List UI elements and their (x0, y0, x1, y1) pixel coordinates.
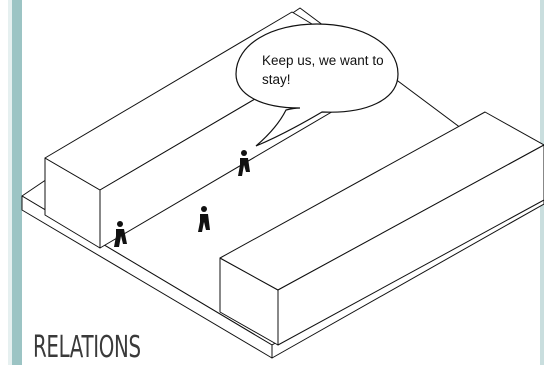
speech-bubble-text: Keep us, we want to stay! (262, 53, 384, 87)
section-title: RELATIONS (33, 330, 141, 365)
person-figure-left (114, 221, 127, 247)
left-accent-highlight (8, 0, 12, 365)
right-building-top (219, 111, 544, 291)
speech-bubble (235, 23, 399, 147)
person-figure-middle (198, 206, 210, 232)
right-building-side (277, 144, 544, 346)
person-figure-back (238, 150, 250, 176)
left-accent-bar (12, 0, 22, 365)
